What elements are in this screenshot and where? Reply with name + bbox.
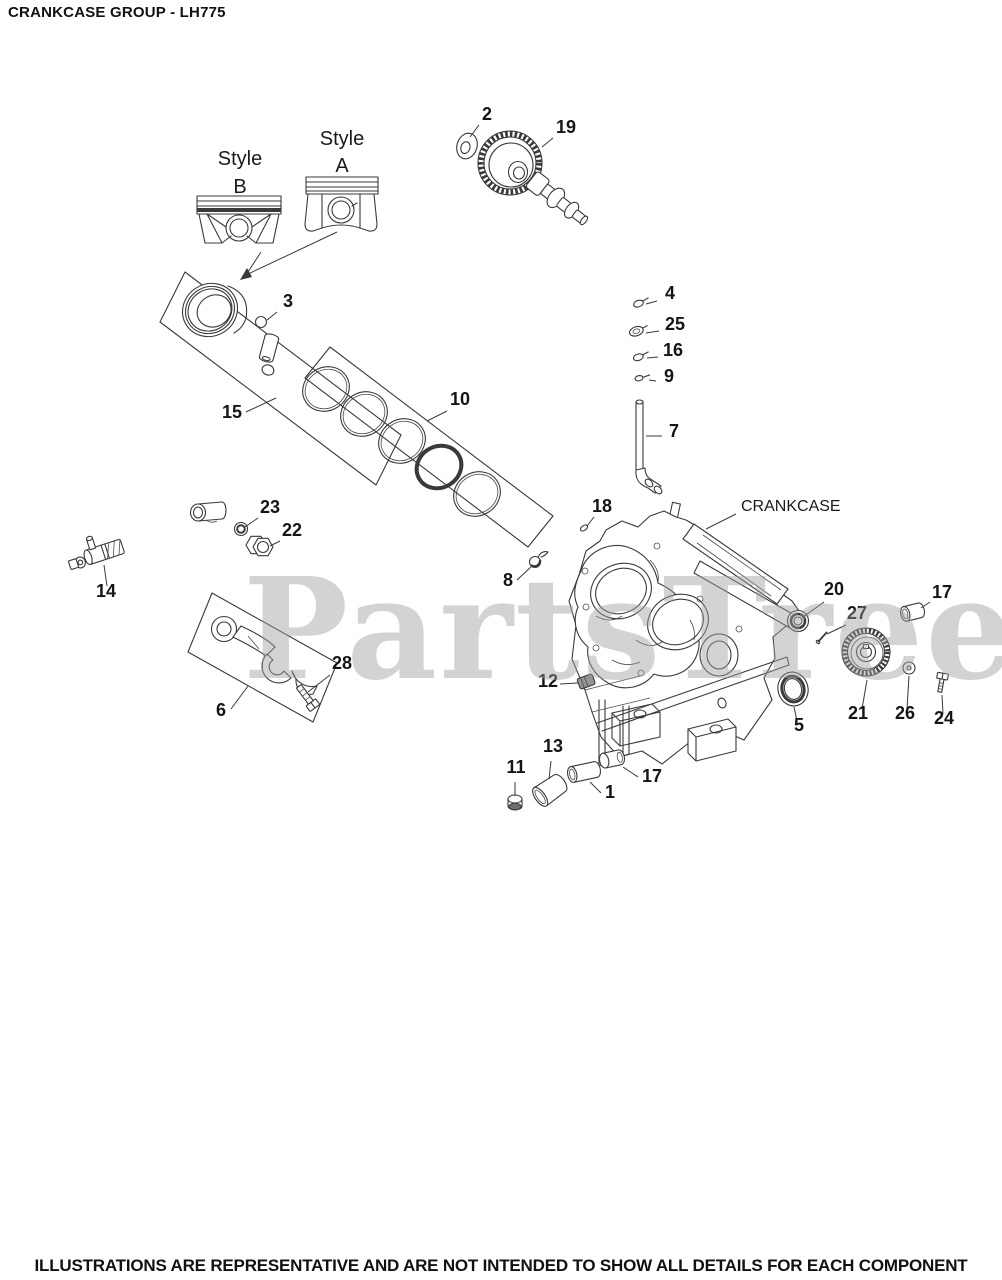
leader-line-part-28-16: [307, 674, 331, 693]
part-number-28: 28: [332, 653, 352, 673]
screw-25-drawing: [629, 325, 648, 337]
leader-line-part-15-3: [245, 397, 277, 413]
part-number-5: 5: [794, 715, 804, 735]
disclaimer-text: ILLUSTRATIONS ARE REPRESENTATIVE AND ARE…: [34, 1256, 968, 1275]
part-number-23: 23: [260, 497, 280, 517]
part-number-4: 4: [665, 283, 675, 303]
part-number-17: 17: [642, 766, 662, 786]
part-number-16: 16: [663, 340, 683, 360]
part-number-2: 2: [482, 104, 492, 124]
leader-line-part-19-1: [541, 137, 554, 148]
piston-ring-set-box: [302, 346, 554, 548]
rod-bolt-drawing: [295, 684, 320, 712]
leader-line-part-21-21: [861, 679, 868, 710]
part-number-6: 6: [216, 700, 226, 720]
part-number-3: 3: [283, 291, 293, 311]
leader-line-part-25-6: [645, 330, 660, 334]
leader-line-part-18-10: [586, 516, 595, 527]
leader-line-part-3-2: [266, 311, 278, 321]
part-number-25: 25: [665, 314, 685, 334]
leader-line-part-22-13: [269, 540, 281, 547]
wrist-pin-drawing: [258, 333, 280, 363]
part-number-8: 8: [503, 570, 513, 590]
leader-line-part-2-0: [469, 124, 480, 138]
part-number-14: 14: [96, 581, 116, 601]
plug-11-drawing: [507, 794, 523, 811]
leader-line-part-5-24: [793, 706, 798, 722]
page-title: CRANKCASE GROUP - LH775: [8, 4, 226, 21]
leader-line-part-14-11: [103, 564, 108, 587]
piston-assembly-box: [159, 271, 402, 486]
leader-line-crankcase: [705, 513, 737, 530]
leader-line-part-23-12: [244, 517, 259, 528]
oil-seal-5-drawing: [777, 671, 809, 707]
leader-line-part-17-28: [622, 766, 639, 778]
style-pointer-arrow: [240, 231, 338, 280]
piston-style-b-drawing: [196, 195, 282, 244]
elbow-fitting-drawing: [189, 501, 227, 523]
part-number-18: 18: [592, 496, 612, 516]
part-number-11: 11: [506, 757, 525, 777]
crankcase-drawing: [568, 501, 800, 767]
leader-line-part-13-25: [548, 760, 552, 780]
screw-9-drawing: [634, 374, 651, 382]
gear-21-drawing: [841, 627, 891, 677]
shim-washer-drawing: [456, 132, 478, 160]
part-number-22: 22: [282, 520, 302, 540]
part-number-19: 19: [556, 117, 576, 137]
screw-24-drawing: [936, 671, 949, 693]
part-number-24: 24: [934, 708, 954, 728]
leader-line-part-27-19: [826, 624, 847, 635]
leader-line-part-26-22: [906, 675, 910, 710]
part-number-26: 26: [895, 703, 915, 723]
part-number-9: 9: [664, 366, 674, 386]
cup-plug-17-bottom-drawing: [598, 749, 626, 769]
camshaft-drawing: [477, 130, 589, 226]
spacer-1-drawing: [567, 761, 601, 783]
part-number-15: 15: [222, 402, 242, 422]
leader-line-part-10-4: [426, 410, 448, 422]
bearing-seal-20-drawing: [786, 609, 810, 633]
breather-tube-drawing: [635, 399, 663, 495]
dowel-pin-27-drawing: [815, 631, 828, 645]
screw-4-drawing: [633, 297, 649, 308]
sleeve-13-drawing: [532, 773, 568, 807]
retaining-ring-drawing: [254, 315, 268, 329]
leader-line-part-12-17: [559, 682, 579, 685]
oil-jet-drawing: [68, 535, 125, 570]
leader-line-part-20-18: [802, 601, 825, 618]
part-number-1: 1: [605, 782, 615, 802]
plug-12-drawing: [576, 673, 596, 690]
ball-8-drawing: [528, 551, 549, 569]
crankcase-label: CRANKCASE: [741, 498, 841, 515]
piston-style-a-drawing: [304, 176, 379, 232]
part-number-7: 7: [669, 421, 679, 441]
part-number-21: 21: [848, 703, 868, 723]
leader-line-part-16-7: [646, 356, 659, 359]
grommet-26-drawing: [902, 661, 916, 675]
leader-line-part-6-15: [230, 685, 249, 710]
leader-line-part-9-8: [648, 379, 657, 382]
part-number-12: 12: [538, 671, 558, 691]
connecting-rod-box: [187, 592, 338, 723]
leader-line-part-17-20: [920, 601, 931, 609]
part-number-17: 17: [932, 582, 952, 602]
cup-plug-17-top-drawing: [899, 602, 926, 622]
leader-line-part-24-23: [941, 694, 944, 715]
screw-16-drawing: [632, 351, 649, 362]
leader-line-part-8-14: [516, 565, 533, 581]
leader-line-part-1-27: [589, 781, 602, 794]
part-number-10: 10: [450, 389, 470, 409]
part-number-13: 13: [543, 736, 563, 756]
part-number-27: 27: [847, 603, 867, 623]
hex-plug-drawing: [245, 535, 274, 557]
nut-drawing: [233, 521, 249, 537]
leader-line-part-4-5: [645, 300, 658, 305]
part-number-20: 20: [824, 579, 844, 599]
